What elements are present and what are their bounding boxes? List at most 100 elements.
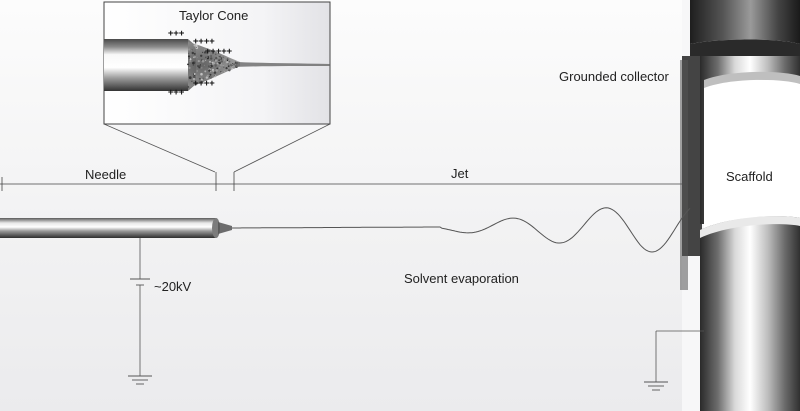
cone-speckle: [189, 59, 192, 63]
cone-speckle: [191, 80, 193, 82]
cone-speckle: [207, 65, 211, 68]
solvent-evaporation-label: Solvent evaporation: [404, 271, 519, 286]
cone-speckle: [200, 72, 203, 76]
cone-speckle: [209, 76, 213, 79]
cone-speckle: [218, 59, 221, 62]
cone-speckle: [216, 63, 218, 65]
cone-speckle: [187, 55, 191, 58]
cone-speckle: [223, 66, 225, 68]
cone-speckle: [201, 67, 203, 69]
cone-speckle: [207, 53, 211, 56]
needle: [0, 218, 232, 238]
cone-speckle: [227, 63, 229, 65]
cone-speckle: [213, 71, 217, 74]
cone-speckle: [210, 55, 213, 57]
charge-marks-top-1: +++: [168, 29, 185, 39]
cone-speckle: [199, 64, 202, 67]
cone-speckle: [226, 58, 229, 61]
cone-speckle: [194, 51, 197, 53]
cone-speckle: [199, 63, 201, 65]
jet-label: Jet: [451, 166, 469, 181]
cone-speckle: [188, 76, 192, 80]
cone-speckle: [209, 73, 212, 76]
collector-ground: [644, 330, 704, 391]
cone-speckle: [203, 49, 206, 51]
cone-speckle: [215, 56, 218, 60]
cone-speckle: [203, 64, 205, 66]
cone-speckle: [208, 69, 211, 72]
cone-speckle: [219, 67, 221, 69]
cone-speckle: [222, 56, 224, 58]
cone-speckle: [198, 80, 201, 83]
cone-speckle: [223, 61, 225, 63]
cone-speckle: [200, 54, 203, 57]
cone-speckle: [195, 75, 198, 78]
cone-speckle: [193, 52, 196, 55]
cone-speckle: [219, 63, 223, 67]
voltage-source: [128, 238, 152, 385]
cone-speckle: [206, 57, 209, 60]
cone-speckle: [192, 61, 195, 65]
cone-speckle: [218, 61, 221, 65]
cone-speckle: [208, 76, 211, 78]
cone-speckle: [218, 56, 221, 60]
cone-speckle: [197, 59, 200, 63]
cone-speckle: [229, 63, 233, 67]
charge-marks-middle: +++++: [205, 47, 233, 57]
cone-speckle: [200, 78, 203, 81]
cone-speckle: [188, 66, 191, 70]
cone-speckle: [204, 70, 207, 73]
cone-speckle: [188, 56, 191, 60]
cone-speckle: [188, 48, 191, 51]
cone-speckle: [202, 74, 205, 77]
cone-speckle: [234, 65, 237, 67]
cone-speckle: [223, 64, 226, 66]
cone-speckle: [206, 51, 208, 54]
cone-speckle: [188, 52, 190, 55]
cone-speckle: [211, 61, 214, 64]
cone-speckle: [229, 68, 231, 71]
cone-speckle: [228, 66, 231, 69]
cone-speckle: [192, 77, 196, 81]
cone-speckle: [213, 74, 215, 76]
cone-speckle: [209, 60, 211, 63]
cone-speckle: [231, 65, 234, 68]
cone-speckle: [210, 57, 213, 60]
cone-speckle: [228, 60, 231, 63]
cone-speckle: [226, 59, 229, 62]
voltage-label: ~20kV: [154, 279, 192, 294]
taylor-cone-inset: [103, 1, 331, 125]
cone-speckle: [193, 72, 196, 76]
cone-speckle: [221, 71, 223, 74]
cone-speckle: [222, 65, 224, 67]
cone-speckle: [222, 69, 225, 72]
cone-speckle: [193, 44, 196, 47]
cone-speckle: [232, 63, 236, 66]
cone-speckle: [187, 85, 190, 88]
zoom-line-left: [103, 123, 216, 173]
cone-speckle: [205, 56, 207, 59]
cone-speckle: [231, 67, 234, 70]
cone-speckle: [192, 75, 196, 79]
cone-speckle: [210, 64, 213, 68]
cone-speckle: [196, 70, 198, 72]
grounded-collector-label: Grounded collector: [559, 69, 669, 84]
cone-speckle: [189, 53, 192, 56]
cone-speckle: [214, 64, 217, 67]
cone-speckle: [196, 56, 198, 59]
cone-speckle: [204, 68, 206, 70]
cone-speckle: [226, 61, 229, 64]
zoom-line-right: [233, 123, 331, 173]
cone-speckle: [211, 53, 214, 55]
cone-speckle: [190, 49, 193, 51]
charge-marks-top-2: ++++: [193, 37, 215, 47]
taylor-cone-label: Taylor Cone: [179, 8, 249, 23]
cone-speckle: [214, 59, 218, 62]
cone-speckle: [201, 59, 205, 63]
cone-speckle: [202, 77, 205, 80]
polymer-jet: [232, 207, 691, 253]
cone-speckle: [197, 65, 199, 67]
cone-speckle: [220, 55, 223, 57]
